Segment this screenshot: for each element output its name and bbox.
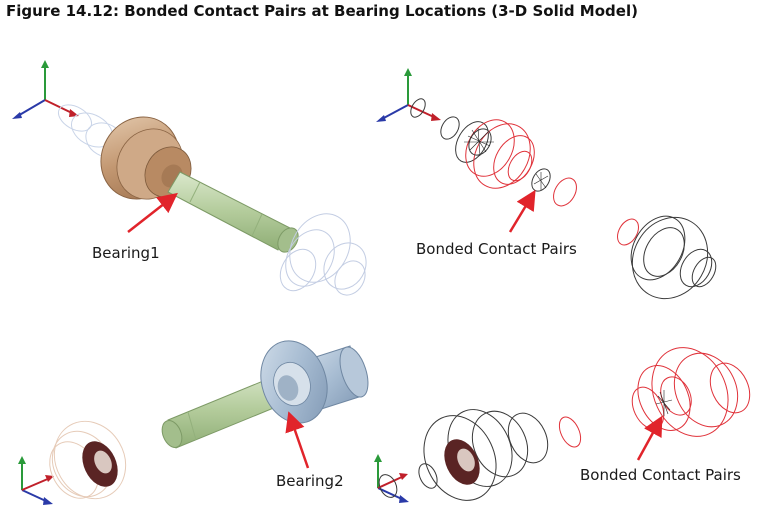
- contact-pointer-arrow-bottom: [636, 415, 663, 461]
- triad-bottom-left: [18, 456, 54, 505]
- contact-mesh-bottom-right: [655, 390, 673, 416]
- figure-title: Figure 14.12: Bonded Contact Pairs at Be…: [6, 2, 638, 20]
- panel-bottom-left: Bearing2: [18, 340, 369, 505]
- bearing2-part: [260, 340, 369, 424]
- triad-top-left: [12, 60, 79, 119]
- contact-rings-lower: [617, 215, 717, 300]
- triad-bottom-right: [374, 454, 409, 503]
- contact-mesh-upper: [464, 127, 549, 190]
- panel-top-left: Bearing1: [12, 60, 367, 296]
- panel-bottom-right: Bonded Contact Pairs: [374, 347, 751, 503]
- bonded-contact-label-top: Bonded Contact Pairs: [416, 240, 577, 258]
- bearing1-label: Bearing1: [92, 244, 160, 262]
- dark-disc-bottom-left: [82, 441, 118, 487]
- contact-rings-bottom-left: [378, 409, 582, 501]
- contact-rings-upper: [410, 98, 577, 207]
- panel-top-right: Bonded Contact Pairs: [376, 68, 717, 300]
- dark-disc-bottom-right: [444, 439, 480, 485]
- bearing1-pointer-arrow: [127, 192, 178, 233]
- contact-rings-bottom-right: [631, 347, 751, 437]
- bearing1-part: [100, 116, 192, 200]
- faded-right-housing: [279, 213, 367, 296]
- bearing2-pointer-arrow: [285, 411, 310, 469]
- contact-pointer-arrow-top: [508, 189, 536, 233]
- bonded-contact-label-bottom: Bonded Contact Pairs: [580, 466, 741, 484]
- triad-top-right: [376, 68, 441, 122]
- shaft-top-left: [167, 171, 299, 253]
- bearing2-label: Bearing2: [276, 472, 344, 490]
